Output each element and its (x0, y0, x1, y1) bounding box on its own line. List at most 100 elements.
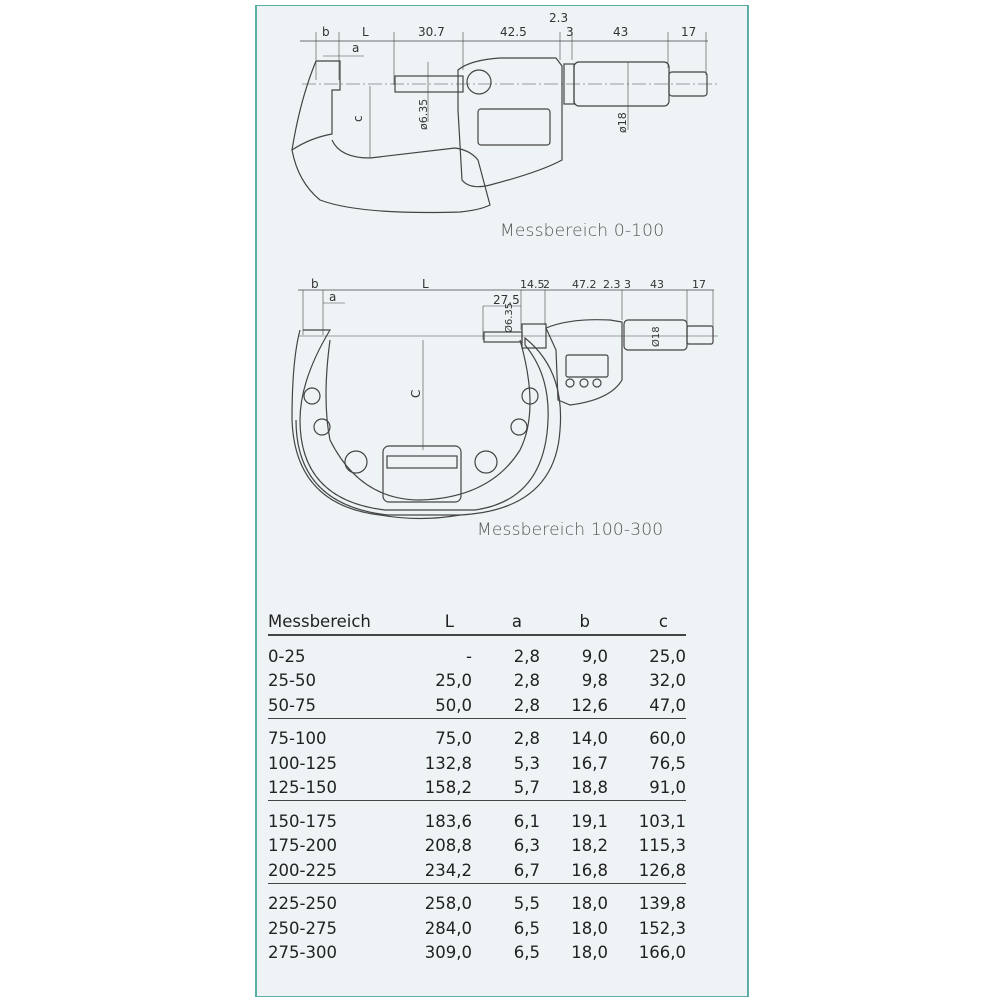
cell-c: 126,8 (638, 860, 686, 880)
dim2-27-5: 27.5 (493, 293, 520, 307)
table-row: 75-100 75,0 2,8 14,0 60,0 (268, 718, 686, 751)
dim2-17: 17 (692, 278, 706, 291)
col-b: b (579, 611, 590, 631)
dim-43: 43 (613, 25, 628, 39)
table-header: Messbereich L a b c (268, 608, 686, 635)
table-row: 50-75 50,0 2,8 12,6 47,0 (268, 693, 686, 718)
drawing-2-micrometer-100-300 (291, 289, 718, 520)
col-c: c (658, 611, 668, 631)
table-row: 200-225 234,2 6,7 16,8 126,8 (268, 858, 686, 883)
cell-a: 6,5 (513, 943, 540, 963)
cell-range: 250-275 (268, 918, 337, 938)
cell-a: 2,8 (513, 671, 540, 691)
drawing-panel (255, 5, 749, 997)
dim-30-7: 30.7 (418, 25, 445, 39)
cell-b: 18,0 (571, 918, 608, 938)
cell-range: 225-250 (268, 894, 337, 914)
cell-c: 166,0 (638, 943, 686, 963)
table-row: 150-175 183,6 6,1 19,1 103,1 (268, 801, 686, 834)
cell-b: 9,8 (581, 671, 608, 691)
dim-3: 3 (566, 25, 574, 39)
cell-range: 275-300 (268, 943, 337, 963)
cell-b: 19,1 (571, 811, 608, 831)
cell-c: 25,0 (649, 646, 686, 666)
cell-c: 60,0 (649, 729, 686, 749)
dim2-b: b (311, 277, 319, 291)
col-L: L (444, 611, 454, 631)
dim2-47-2: 47.2 (572, 278, 597, 291)
cell-L: 50,0 (435, 695, 472, 715)
cell-range: 0-25 (268, 646, 306, 666)
dim2-L: L (422, 277, 429, 291)
micrometer-drawings: b L a 30.7 42.5 2.3 3 43 17 c ø6.35 ø18 (291, 11, 718, 520)
cell-b: 18,8 (571, 778, 608, 798)
cell-a: 6,1 (513, 811, 540, 831)
dim2-thimble-diameter: Ø18 (650, 326, 662, 347)
col-a: a (511, 611, 522, 631)
cell-c: 115,3 (638, 836, 686, 856)
dim2-2: 2 (543, 278, 550, 291)
cell-a: 5,3 (513, 753, 540, 773)
cell-range: 50-75 (268, 695, 316, 715)
cell-a: 6,5 (513, 918, 540, 938)
col-messbereich: Messbereich (268, 611, 371, 631)
dim-a: a (352, 41, 359, 55)
cell-range: 100-125 (268, 753, 337, 773)
cell-c: 103,1 (638, 811, 686, 831)
cell-c: 47,0 (649, 695, 686, 715)
cell-range: 125-150 (268, 778, 337, 798)
cell-a: 5,7 (513, 778, 540, 798)
dim2-14-5: 14.5 (520, 278, 545, 291)
cell-a: 2,8 (513, 646, 540, 666)
cell-c: 76,5 (649, 753, 686, 773)
cell-b: 16,7 (571, 753, 608, 773)
cell-b: 14,0 (571, 729, 608, 749)
cell-c: 152,3 (638, 918, 686, 938)
dim-b: b (322, 25, 330, 39)
dim-thimble-diameter: ø18 (616, 112, 629, 133)
cell-b: 16,8 (571, 860, 608, 880)
cell-c: 139,8 (638, 894, 686, 914)
dim-2-3: 2.3 (549, 11, 568, 25)
cell-L: 234,2 (424, 860, 472, 880)
cell-range: 175-200 (268, 836, 337, 856)
cell-L: 183,6 (424, 811, 472, 831)
cell-a: 2,8 (513, 729, 540, 749)
cell-b: 9,0 (581, 646, 608, 666)
cell-L: 25,0 (435, 671, 472, 691)
dim2-a: a (329, 290, 336, 304)
drawing-1-micrometer-0-100 (291, 32, 718, 214)
cell-L: - (466, 646, 472, 666)
dim-17: 17 (681, 25, 696, 39)
cell-L: 75,0 (435, 729, 472, 749)
dim2-c: C (409, 390, 423, 398)
cell-a: 2,8 (513, 695, 540, 715)
dim2-spindle-diameter: Ø6.35 (503, 303, 515, 333)
cell-range: 200-225 (268, 860, 337, 880)
cell-L: 158,2 (424, 778, 472, 798)
caption-range-0-100: Messbereich 0-100 (500, 221, 665, 241)
cell-range: 150-175 (268, 811, 337, 831)
cell-b: 12,6 (571, 695, 608, 715)
dim-L: L (362, 25, 369, 39)
table-row: 0-25 - 2,8 9,0 25,0 (268, 635, 686, 669)
cell-a: 5,5 (513, 894, 540, 914)
caption-range-100-300: Messbereich 100-300 (477, 520, 664, 540)
dim-c: c (351, 115, 365, 122)
cell-L: 258,0 (424, 894, 472, 914)
dim-spindle-diameter: ø6.35 (417, 99, 430, 130)
dim2-2-3: 2.3 (603, 278, 621, 291)
cell-range: 75-100 (268, 729, 327, 749)
cell-L: 208,8 (424, 836, 472, 856)
cell-a: 6,7 (513, 860, 540, 880)
dim2-43: 43 (650, 278, 664, 291)
cell-a: 6,3 (513, 836, 540, 856)
